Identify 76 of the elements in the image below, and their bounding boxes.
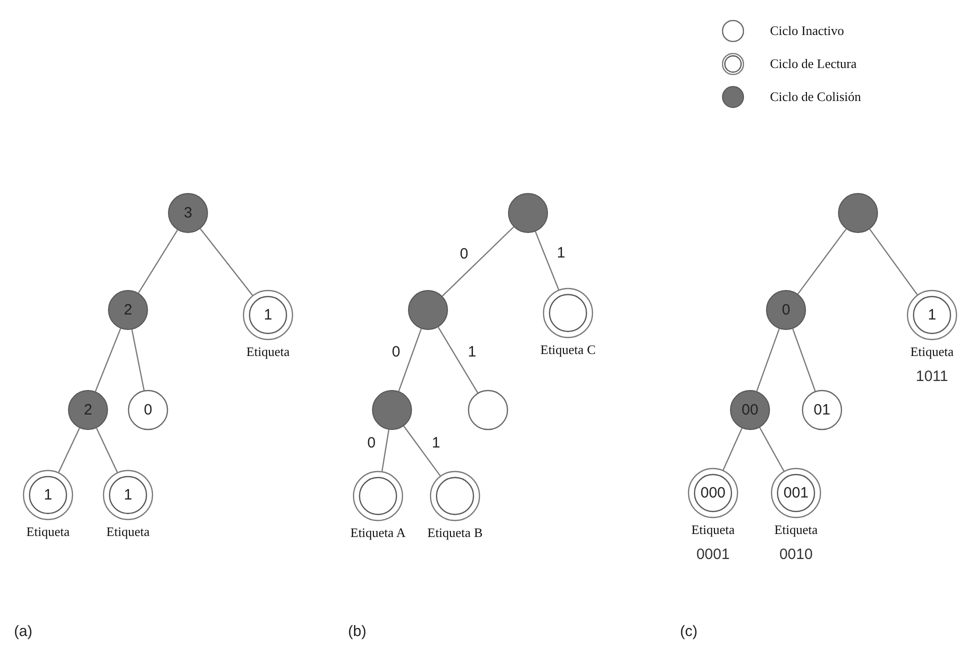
edge-label: 0 (458, 246, 470, 261)
collision-node (508, 193, 548, 233)
tree-branch (381, 430, 390, 472)
tag-caption: Etiqueta B (427, 525, 483, 541)
edge-label: 0 (390, 344, 402, 360)
tree-branch (722, 428, 742, 470)
collision-node (838, 193, 878, 233)
read-node (907, 290, 957, 340)
read-node (243, 290, 293, 340)
tree-branch (398, 328, 422, 392)
tag-id: 0001 (696, 546, 730, 563)
node-label: 001 (782, 484, 810, 502)
tag-caption: Etiqueta (246, 344, 290, 360)
node-label: 0 (780, 302, 792, 318)
tree-branch (96, 428, 118, 473)
edge-label: 1 (466, 344, 478, 360)
tree-branch (200, 228, 254, 296)
tree-branch (534, 231, 560, 290)
read-node (430, 471, 480, 521)
collision-node (108, 290, 148, 330)
node-label: 1 (122, 486, 134, 504)
tree-branch (138, 230, 178, 294)
node-label: 3 (182, 204, 194, 222)
collision-node (766, 290, 806, 330)
node-label: 000 (699, 484, 727, 502)
collision-node (372, 390, 412, 430)
read-node (353, 471, 403, 521)
collision-node (68, 390, 108, 430)
node-label: 1 (42, 486, 54, 504)
tree-branch (94, 328, 122, 392)
tree-branch (756, 328, 780, 392)
tag-id: 0010 (779, 546, 813, 563)
node-label: 2 (82, 402, 94, 418)
read-node (103, 470, 153, 520)
tree-branch (438, 326, 478, 394)
tag-id: 1011 (916, 368, 948, 385)
node-label: 1 (926, 306, 938, 324)
tag-caption: Etiqueta (691, 522, 735, 538)
tag-caption: Etiqueta (910, 344, 954, 360)
read-node (771, 468, 821, 518)
tree-branch (442, 226, 514, 296)
legend-label: Ciclo de Lectura (770, 56, 857, 72)
panel-label: (a) (14, 623, 32, 640)
tree-branch (797, 228, 847, 294)
tree-branch (131, 330, 145, 390)
read-node (23, 470, 73, 520)
collision-node (730, 390, 770, 430)
tree-branch (403, 426, 441, 476)
read-node (688, 468, 738, 518)
node-label: 1 (262, 306, 274, 324)
idle-node (128, 390, 168, 430)
edge-label: 1 (430, 435, 442, 450)
tag-caption: Etiqueta (106, 524, 150, 540)
legend-label: Ciclo Inactivo (770, 23, 844, 39)
tag-caption: Etiqueta (26, 524, 70, 540)
tree-branch (869, 228, 918, 296)
tree-branch (792, 328, 816, 392)
tag-caption: Etiqueta A (350, 525, 406, 541)
tree-branch (759, 427, 784, 472)
collision-node (168, 193, 208, 233)
tag-caption: Etiqueta C (540, 342, 596, 358)
panel-label: (b) (348, 623, 366, 640)
legend-label: Ciclo de Colisión (770, 89, 861, 105)
edge-label: 0 (366, 435, 377, 450)
edge-label: 1 (556, 245, 566, 260)
read-node (543, 288, 593, 338)
idle-node (468, 390, 508, 430)
tag-caption: Etiqueta (774, 522, 818, 538)
tree-branch (58, 428, 80, 473)
node-label: 2 (122, 302, 134, 318)
panel-label: (c) (680, 623, 698, 640)
node-label: 0 (142, 402, 154, 418)
idle-node (802, 390, 842, 430)
node-label: 01 (812, 402, 832, 418)
node-label: 00 (740, 402, 760, 418)
collision-node (408, 290, 448, 330)
